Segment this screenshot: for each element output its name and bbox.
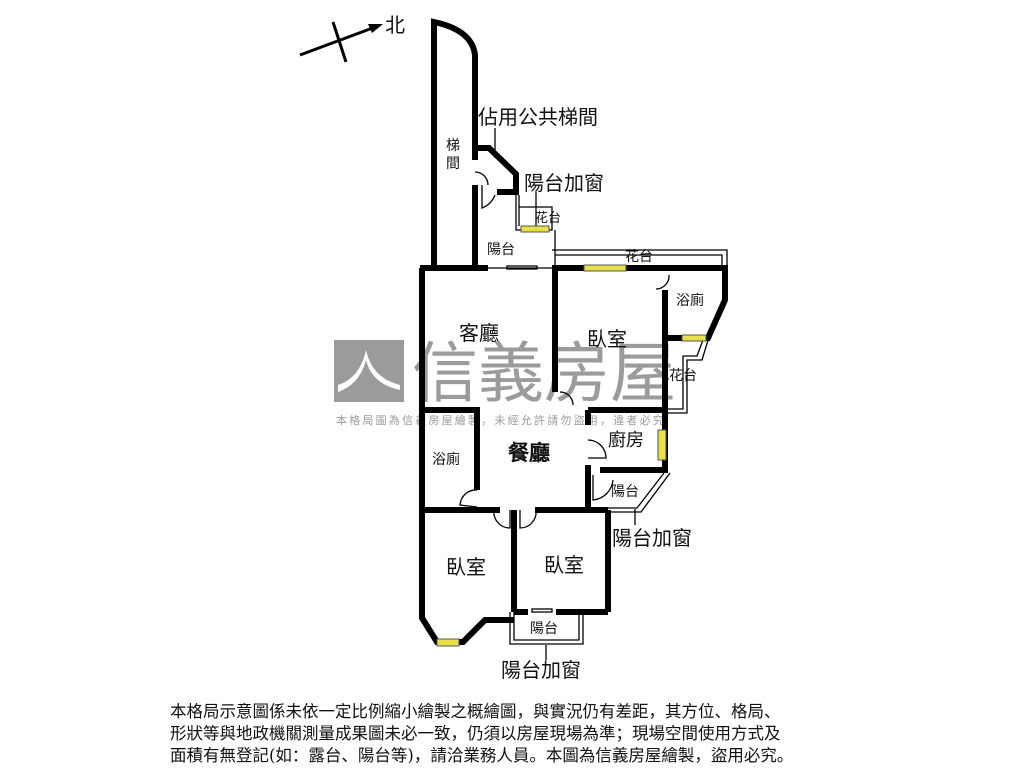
label-public-stair: 佔用公共梯間 <box>478 105 598 129</box>
label-bath-ne: 浴廁 <box>676 292 704 309</box>
label-kitchen: 廚房 <box>608 429 644 451</box>
room-labels: 梯 間 佔用公共梯間 陽台加窗 花台 陽台 花台 客廳 臥室 浴廁 花台 浴廁 … <box>432 105 704 682</box>
label-planter-east: 花台 <box>669 368 697 384</box>
watermark-logo: 信義房屋 本格局圖為信義房屋繪製，未經允許請勿盜用，違者必究 <box>334 335 676 427</box>
disclaimer: 本格局示意圖係未依一定比例縮小繪製之概繪圖，與實況仍有差距，其方位、格局、 形狀… <box>170 701 890 767</box>
label-dining-room: 餐廳 <box>508 441 550 465</box>
window-icon <box>436 638 460 647</box>
disclaimer-line-1: 本格局示意圖係未依一定比例縮小繪製之概繪圖，與實況仍有差距，其方位、格局、 <box>170 702 781 721</box>
label-bath-w: 浴廁 <box>432 451 460 468</box>
label-bedroom-sw: 臥室 <box>446 555 486 579</box>
label-stair-1: 梯 <box>446 138 460 154</box>
logo-square-icon <box>334 340 404 402</box>
label-balcony-bottom: 陽台 <box>530 621 558 637</box>
label-living-room: 客廳 <box>459 321 499 345</box>
watermark-notice: 本格局圖為信義房屋繪製，未經允許請勿盜用，違者必究 <box>336 413 666 427</box>
label-balcony-window-bottom: 陽台加窗 <box>501 658 581 682</box>
label-balcony-kitchen: 陽台 <box>611 484 639 500</box>
roof-swoosh-icon <box>338 350 400 392</box>
watermark-brand: 信義房屋 <box>412 335 676 412</box>
window-icon <box>520 225 550 233</box>
label-stair-2: 間 <box>446 156 460 172</box>
doors <box>459 171 670 529</box>
label-planter-top-small: 花台 <box>535 210 561 226</box>
label-balcony-top: 陽台 <box>487 242 515 258</box>
disclaimer-line-3: 面積有無登記(如：露台、陽台等)，請洽業務人員。本圖為信義房屋繪製，盜用必究。 <box>170 746 794 765</box>
disclaimer-line-2: 形狀等與地政機關測量成果圖未必一致，仍須以房屋現場為準；現場空間使用方式及 <box>170 724 781 743</box>
door-arc <box>474 171 489 186</box>
label-planter-top-long: 花台 <box>625 249 653 265</box>
north-arrow-icon: 北 <box>299 13 405 63</box>
window-icon <box>657 429 667 461</box>
label-balcony-window-kitchen: 陽台加窗 <box>612 526 692 550</box>
label-bedroom-s: 臥室 <box>544 553 584 577</box>
window-icon <box>681 334 707 342</box>
thin-outlines <box>488 128 728 660</box>
compass-label: 北 <box>385 13 405 37</box>
windows <box>436 225 707 647</box>
window-icon <box>583 264 627 272</box>
label-balcony-window-top: 陽台加窗 <box>524 171 604 195</box>
label-bedroom-ne: 臥室 <box>587 327 627 351</box>
